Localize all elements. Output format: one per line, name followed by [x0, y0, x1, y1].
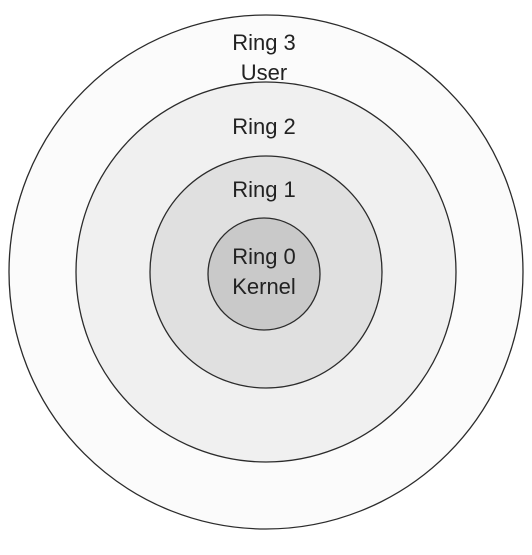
ring-0-label: Ring 0 — [232, 244, 296, 269]
ring-0-circle — [207, 217, 321, 331]
ring-3-label: Ring 3 — [232, 30, 296, 55]
ring-0-sublabel: Kernel — [232, 274, 296, 299]
ring-2-label: Ring 2 — [232, 114, 296, 139]
ring-3-sublabel: User — [241, 60, 287, 85]
ring-1-label: Ring 1 — [232, 177, 296, 202]
